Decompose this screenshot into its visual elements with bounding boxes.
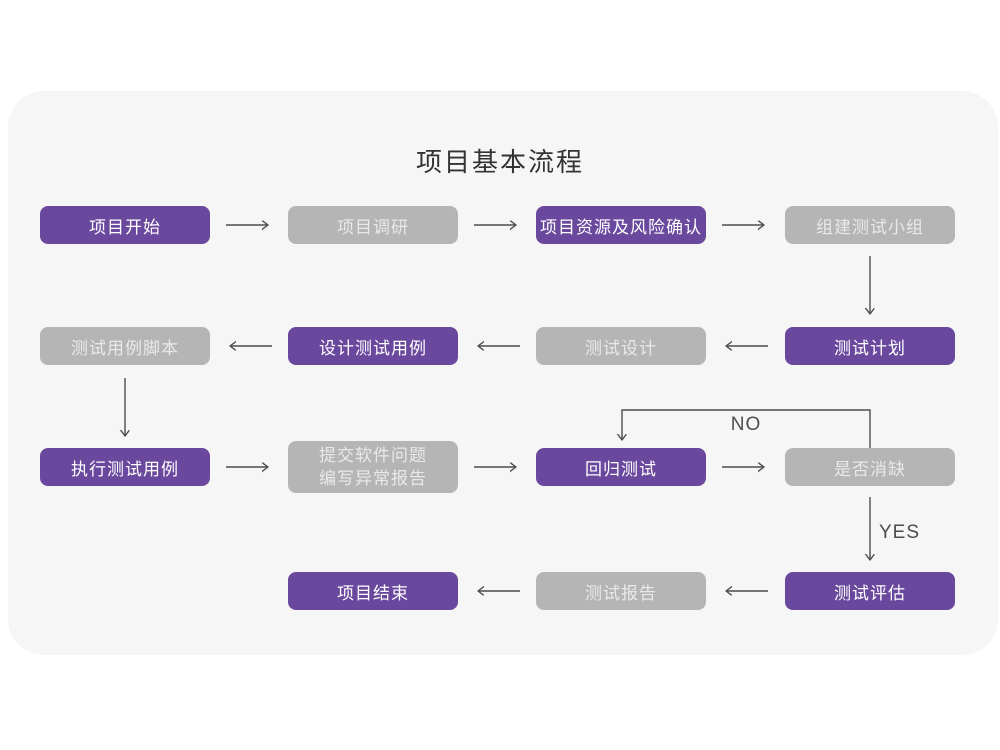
node-project-start: 项目开始 bbox=[40, 206, 210, 244]
node-resources-risk: 项目资源及风险确认 bbox=[536, 206, 706, 244]
node-defect-resolved: 是否消缺 bbox=[785, 448, 955, 486]
node-project-research: 项目调研 bbox=[288, 206, 458, 244]
page-title: 项目基本流程 bbox=[415, 147, 584, 177]
flowchart-card bbox=[8, 91, 998, 655]
node-submit-issue-report: 提交软件问题 编写异常报告 bbox=[288, 441, 458, 493]
node-project-end: 项目结束 bbox=[288, 572, 458, 610]
node-execute-test-cases: 执行测试用例 bbox=[40, 448, 210, 486]
node-test-report: 测试报告 bbox=[536, 572, 706, 610]
node-design-test-cases: 设计测试用例 bbox=[288, 327, 458, 365]
node-test-design: 测试设计 bbox=[536, 327, 706, 365]
node-test-case-scripts: 测试用例脚本 bbox=[40, 327, 210, 365]
node-regression-test: 回归测试 bbox=[536, 448, 706, 486]
node-test-plan: 测试计划 bbox=[785, 327, 955, 365]
node-build-test-team: 组建测试小组 bbox=[785, 206, 955, 244]
node-test-evaluation: 测试评估 bbox=[785, 572, 955, 610]
yes-branch-label: YES bbox=[879, 522, 921, 543]
no-branch-label: NO bbox=[730, 414, 762, 435]
